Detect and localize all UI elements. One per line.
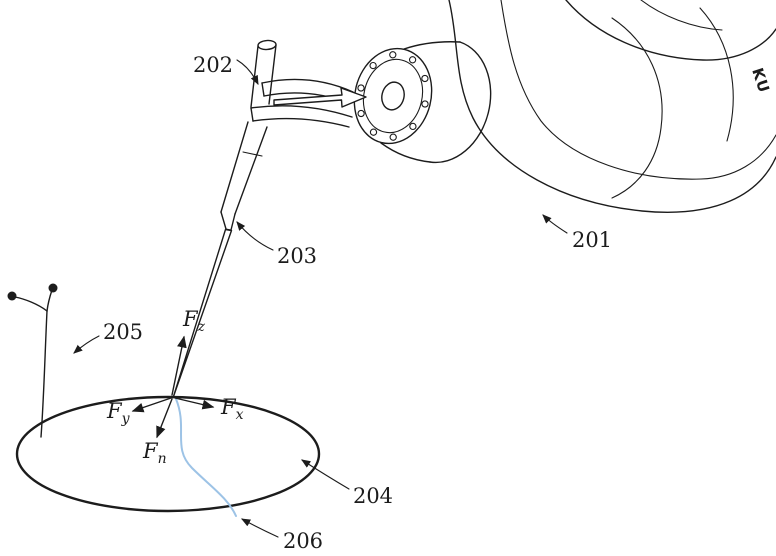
force-label-fz: Fz [182,307,206,335]
leader-203 [236,221,274,251]
pipette-neck-right [268,44,277,105]
plant [7,283,58,438]
leader-lines [73,59,568,538]
bolt-hole [408,56,417,64]
ref-label-205: 205 [103,320,143,344]
arm-joint-contour [611,17,663,199]
holder-upper-band-top [261,78,354,93]
ref-label-204: 204 [353,484,393,508]
leader-202 [236,59,259,85]
bolt-hole [357,84,365,92]
pipette-shoulder-right [230,213,236,231]
pipette-body-right [234,126,268,215]
ref-label-201: 201 [572,228,612,252]
force-vector-fx [174,397,215,410]
plant-bud [48,283,58,293]
leader-201 [542,214,568,234]
robot-arm: KU [353,0,776,213]
ref-label-203: 203 [277,244,317,268]
plant-stem [40,310,48,438]
force-vector-fz [171,335,187,396]
force-label-fy: Fy [106,399,131,427]
leader-206 [241,518,279,538]
pipette-neck-left [250,45,259,108]
reference-numerals: 202 203 201 205 204 206 [103,53,612,553]
bolt-hole [421,74,429,83]
arm-right-joint-contour [699,7,734,142]
tool-holder [250,78,367,128]
wrist-flange [353,47,433,145]
flange-hub [381,81,405,111]
ref-label-202: 202 [193,53,233,77]
contact-trace [175,398,237,517]
surface-ellipse [15,395,321,513]
plant-bud [7,291,17,301]
bolt-hole [369,128,378,136]
bolt-hole [389,51,397,59]
holder-lower-band-cap [250,107,254,122]
leader-205 [73,335,100,354]
force-label-fx: Fx [220,395,244,423]
pipette-needle [172,228,233,398]
bolt-hole [389,133,397,141]
plant-branch-right [46,289,53,312]
wrist-collar-bottom-edge [380,142,431,163]
leader-204 [301,459,350,490]
holder-upper-band-cap [261,82,265,97]
holder-lower-band-bottom [252,117,350,128]
arm-logo-text: KU [748,66,773,96]
arm-elbow-top-contour [565,0,776,61]
pipette-body-left [220,121,249,213]
pipette-cap [257,39,277,51]
arm-lower-contour [448,0,776,213]
pipette-body-tick [242,151,263,157]
holder-lower-band-top [250,105,353,118]
bolt-hole [421,100,429,108]
bolt-hole [409,122,417,131]
bolt-hole [369,61,377,70]
ref-label-206: 206 [283,529,323,553]
force-vector-fy [131,397,172,413]
arm-top-detail [640,0,723,31]
wrist-collar-top-edge [403,41,461,50]
flange-inner-ring [362,58,424,134]
arm-inner-contour [500,0,776,180]
plant-branch-left [14,296,48,312]
force-label-fn: Fn [142,439,167,467]
wrist-collar-arc [429,41,492,164]
mount-arrow [273,87,367,108]
pipette-shoulder-left [220,211,227,230]
force-vector-fn [156,398,173,439]
bolt-hole [357,109,365,118]
force-vectors: Fz Fx Fy Fn [106,307,244,467]
pipette [172,39,277,398]
